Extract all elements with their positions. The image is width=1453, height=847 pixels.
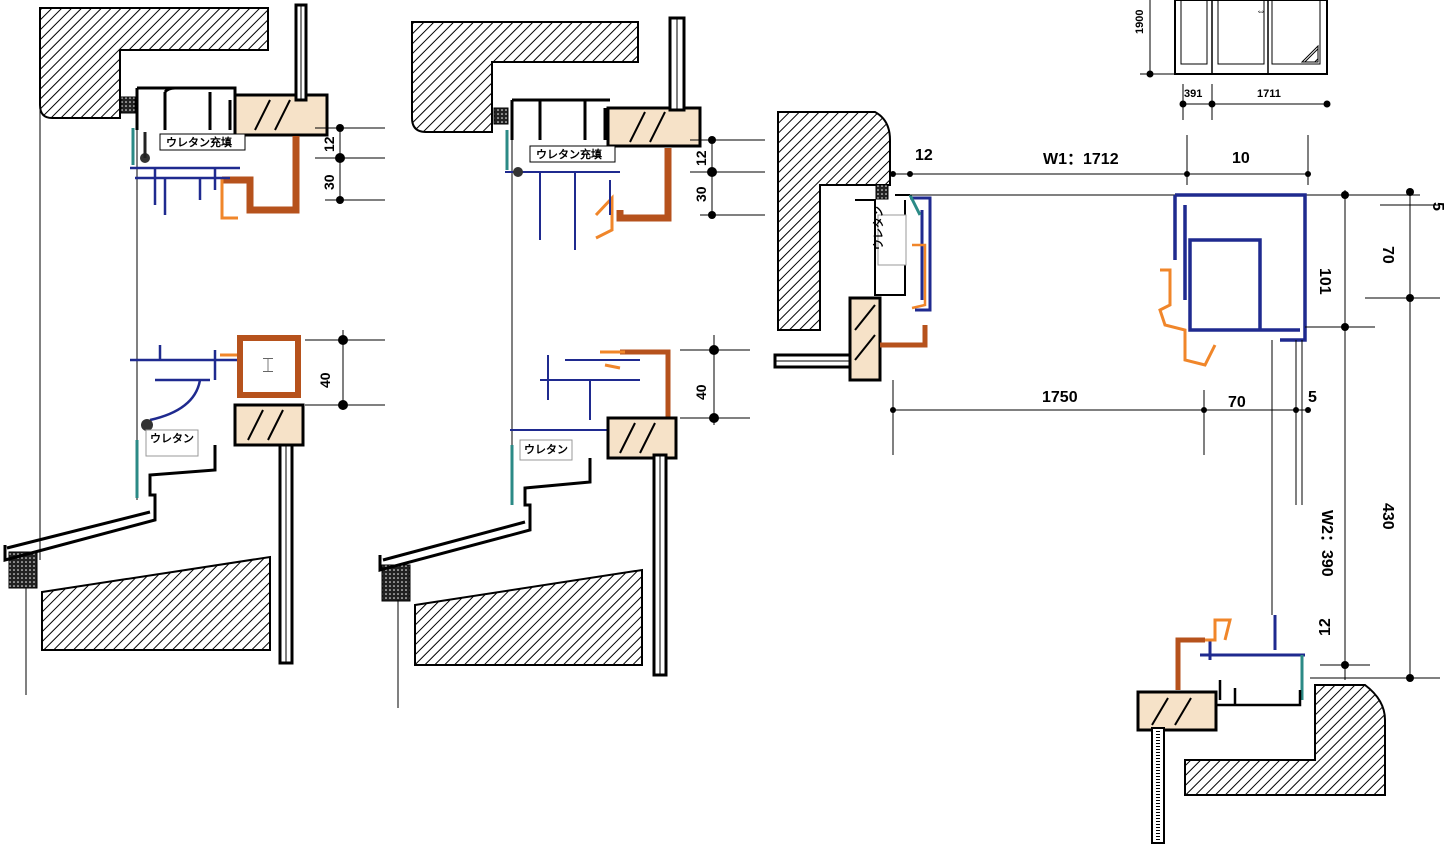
wood-jamb [1136, 690, 1218, 732]
dim-12-top: 12 [915, 147, 933, 164]
seal-block [381, 564, 411, 602]
urethane-label: ウレタン [524, 443, 568, 456]
urethane-label: ウレタン [872, 206, 885, 250]
navy-frame [1200, 615, 1305, 660]
sill-profile [3, 445, 217, 562]
middle-section: ウレタン充填 12 30 ウレタン 40 [378, 16, 765, 708]
seal-block [493, 107, 509, 125]
wood-head [606, 106, 702, 148]
sill-profile [378, 458, 592, 572]
seal-block [120, 96, 136, 114]
wall-bottom-hatch [41, 555, 271, 651]
dim-w1: W1：1712 [1043, 151, 1119, 168]
dim-40: 40 [317, 372, 333, 388]
dim-70-right: 70 [1379, 246, 1396, 264]
urethane-label: ウレタン [150, 432, 194, 445]
navy-frame [505, 171, 620, 250]
dim-1900: 1900 [1134, 10, 1146, 34]
orange-trim [600, 350, 625, 370]
urethane-fill-label: ウレタン充填 [166, 135, 232, 149]
dim-101: 101 [1316, 268, 1333, 295]
sill-navy [510, 355, 640, 431]
orange-trim [220, 178, 238, 220]
navy-frame [130, 166, 240, 215]
dim-430: 430 [1379, 503, 1396, 530]
wood-sill [606, 416, 678, 460]
brown-trim [1175, 637, 1205, 690]
urethane-fill-label: ウレタン充填 [536, 147, 602, 161]
dim-30: 30 [321, 174, 337, 190]
wood-head [233, 93, 329, 137]
head-frame [135, 86, 237, 130]
screw-icon: ⌶ [262, 355, 274, 377]
elevation-thumbnail: ⇔ 1900 391 1711 [1134, 0, 1331, 120]
dim-30: 30 [693, 186, 709, 202]
brown-trim [620, 349, 671, 420]
seal-block [875, 184, 889, 200]
head-frame [510, 98, 610, 140]
left-section: ウレタン充填 12 30 ⌶ ウレタン 40 [3, 3, 385, 695]
dim-12-right: 12 [1317, 618, 1334, 636]
wall-hatch [1184, 684, 1386, 796]
dim-391: 391 [1184, 88, 1202, 100]
orange-trim [1158, 268, 1217, 367]
dim-40: 40 [693, 384, 709, 400]
dim-5-right: 5 [1429, 202, 1446, 211]
wall-bottom-hatch [414, 568, 643, 666]
brown-trim [222, 136, 300, 214]
dim-1711: 1711 [1257, 88, 1281, 100]
dim-10: 10 [1232, 150, 1250, 167]
dim-12: 12 [321, 136, 337, 152]
dim-12: 12 [693, 150, 709, 166]
sliding-arrow-icon: ⇔ [1256, 6, 1266, 17]
navy-jamb [910, 196, 932, 312]
orange-trim [911, 243, 927, 310]
window-outline [1174, 0, 1328, 75]
frame-profile [1215, 680, 1302, 707]
dim-w2: W2：390 [1318, 510, 1335, 577]
plan-section: ウレタン 12 W1：1712 10 1750 70 5 [773, 111, 1446, 844]
navy-frame [1173, 193, 1307, 342]
dim-70: 70 [1228, 394, 1246, 411]
dim-1750: 1750 [1042, 389, 1078, 406]
orange-trim [594, 194, 614, 240]
orange-trim [1190, 618, 1232, 642]
wall-top-hatch [411, 21, 639, 133]
brown-trim [616, 148, 672, 222]
brown-trim [237, 335, 301, 398]
wall-hatch [777, 111, 891, 331]
wood-jamb [848, 296, 882, 382]
brown-trim [880, 325, 928, 348]
sill-navy [130, 345, 290, 422]
dim-5: 5 [1308, 389, 1317, 406]
